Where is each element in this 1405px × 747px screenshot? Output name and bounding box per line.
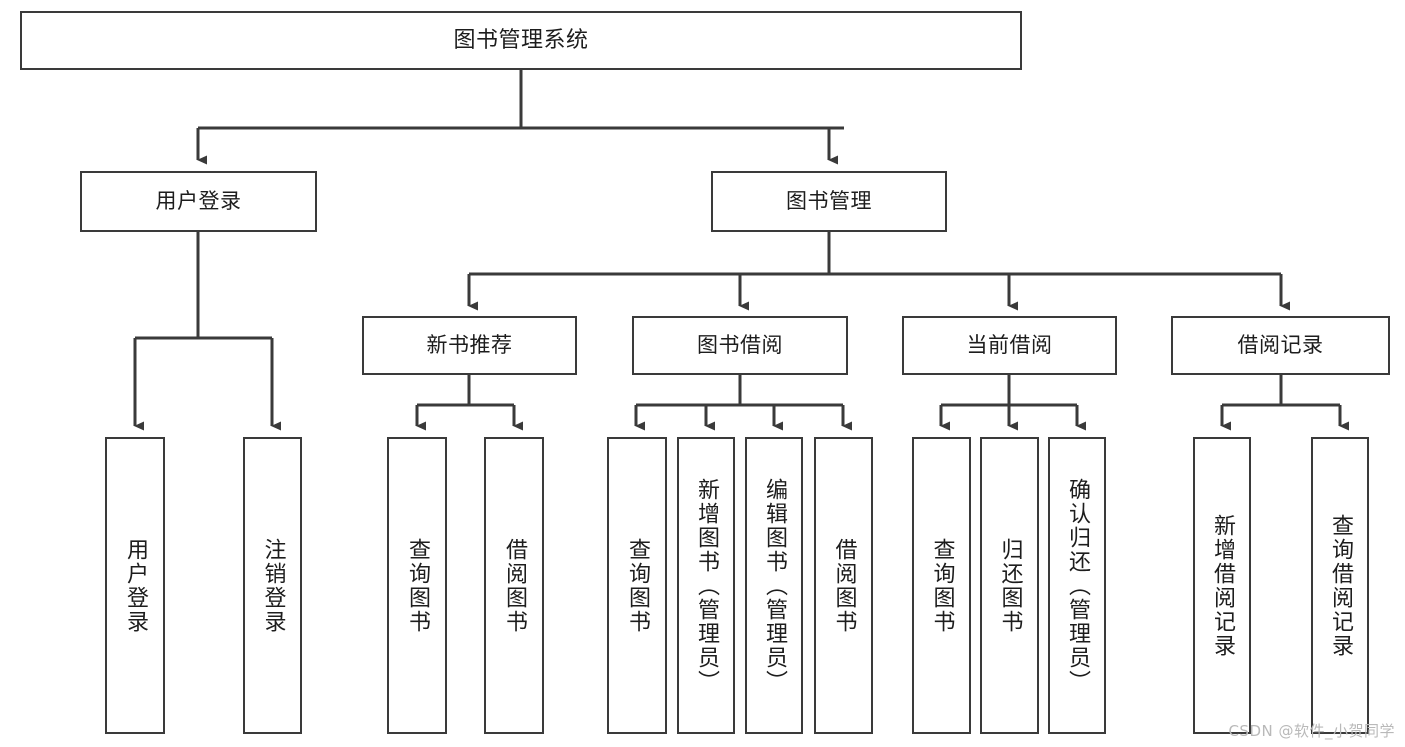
node-label: 新书推荐: [426, 333, 513, 358]
node-book-borrow[interactable]: 图书借阅: [632, 316, 848, 375]
leaf-query-book-recommend[interactable]: 查询图书: [387, 437, 447, 734]
node-label: 借阅图书: [502, 537, 527, 634]
node-label: 借阅图书: [831, 537, 857, 634]
leaf-add-book-admin[interactable]: 新增图书（管理员）: [677, 437, 735, 734]
node-label: 图书借阅: [697, 333, 783, 358]
leaf-return-book[interactable]: 归还图书: [980, 437, 1039, 734]
node-user-login[interactable]: 用户登录: [80, 171, 317, 232]
node-book-management[interactable]: 图书管理: [711, 171, 947, 232]
leaf-user-login[interactable]: 用户登录: [105, 437, 165, 734]
node-current-borrow[interactable]: 当前借阅: [902, 316, 1117, 375]
node-label: 查询图书: [625, 537, 650, 634]
node-label: 注销登录: [260, 537, 286, 634]
leaf-borrow-book-recommend[interactable]: 借阅图书: [484, 437, 544, 734]
node-label: 用户登录: [123, 537, 148, 634]
leaf-borrow-book[interactable]: 借阅图书: [814, 437, 873, 734]
leaf-query-book-borrow[interactable]: 查询图书: [607, 437, 667, 734]
node-label: 查询借阅记录: [1328, 513, 1353, 658]
node-label: 借阅记录: [1237, 333, 1324, 358]
node-label: 用户登录: [155, 189, 242, 214]
node-label: 查询图书: [929, 537, 955, 634]
node-label: 图书管理系统: [453, 27, 589, 53]
node-borrow-record[interactable]: 借阅记录: [1171, 316, 1390, 375]
leaf-add-borrow-record[interactable]: 新增借阅记录: [1193, 437, 1251, 734]
leaf-query-book-current[interactable]: 查询图书: [912, 437, 971, 734]
node-new-book-recommend[interactable]: 新书推荐: [362, 316, 577, 375]
node-label: 归还图书: [997, 537, 1023, 634]
node-label: 查询图书: [405, 537, 430, 634]
node-label: 图书管理: [786, 189, 872, 214]
node-label: 新增借阅记录: [1210, 513, 1235, 658]
node-label: 编辑图书（管理员）: [762, 477, 787, 694]
leaf-edit-book-admin[interactable]: 编辑图书（管理员）: [745, 437, 803, 734]
node-label: 当前借阅: [966, 333, 1053, 358]
leaf-logout-login[interactable]: 注销登录: [243, 437, 302, 734]
node-book-management-system[interactable]: 图书管理系统: [20, 11, 1022, 70]
node-label: 新增图书（管理员）: [694, 477, 719, 694]
csdn-watermark: CSDN @软件_小贺同学: [1228, 722, 1395, 740]
leaf-query-borrow-record[interactable]: 查询借阅记录: [1311, 437, 1369, 734]
leaf-confirm-return-admin[interactable]: 确认归还（管理员）: [1048, 437, 1106, 734]
node-label: 确认归还（管理员）: [1065, 477, 1090, 694]
